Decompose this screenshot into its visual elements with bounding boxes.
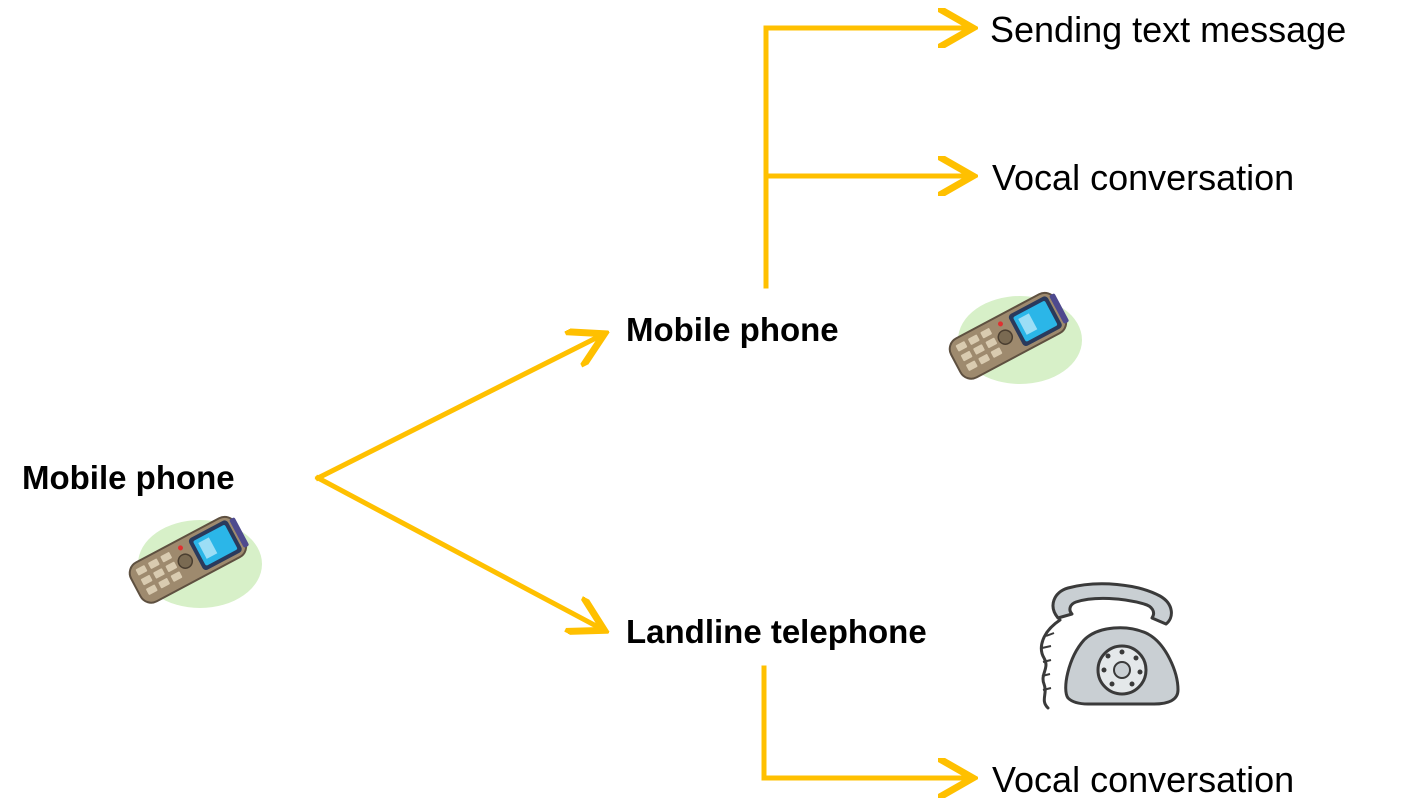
mobile-use-vocal: Vocal conversation [992, 157, 1295, 198]
mobile-branch-label: Mobile phone [626, 311, 839, 348]
landline-telephone-icon [1039, 582, 1180, 710]
landline-use-vocal: Vocal conversation [992, 759, 1295, 800]
mobile-use-text-message: Sending text message [990, 9, 1347, 50]
mobile-phone-icon [128, 515, 262, 608]
mobile-phone-icon [948, 291, 1082, 384]
arrow-root-to-mobile [314, 336, 600, 482]
landline-branch-label: Landline telephone [626, 613, 927, 650]
root-label: Mobile phone [22, 459, 235, 496]
arrow-root-to-landline [314, 474, 600, 628]
